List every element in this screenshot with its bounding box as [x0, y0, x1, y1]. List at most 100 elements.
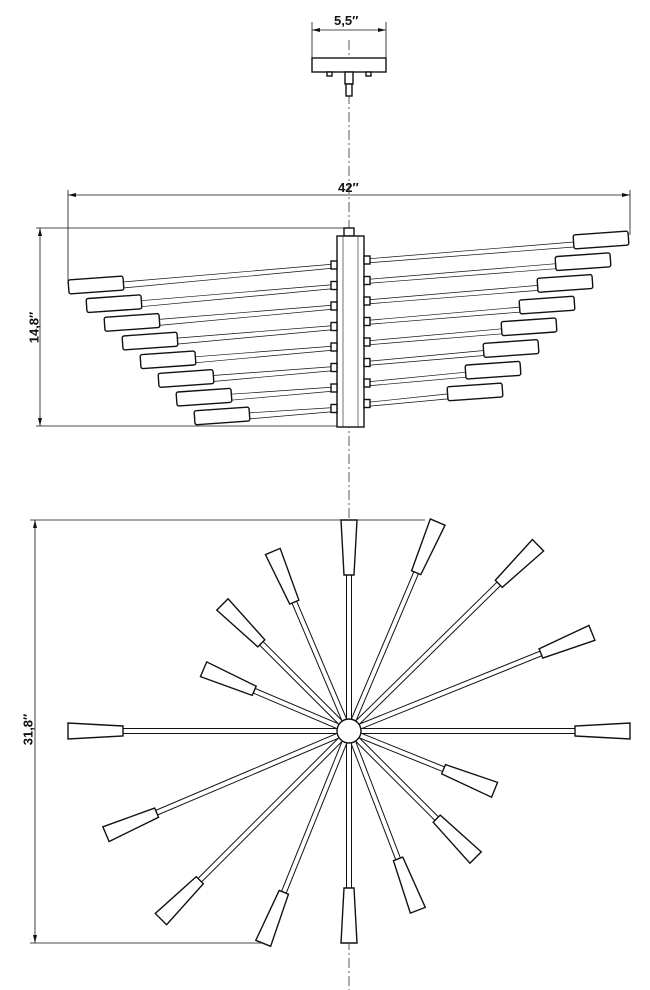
arm-wire [158, 304, 336, 320]
arm-wire [194, 345, 336, 358]
side-bulb-right [536, 273, 594, 293]
canopy [311, 57, 387, 73]
canopy-screw [326, 71, 333, 77]
canopy-screw [365, 71, 372, 77]
center-column [336, 235, 365, 428]
arm-wire [365, 290, 539, 305]
arm-wire [176, 329, 336, 345]
arm-wire [365, 355, 485, 366]
top-view-bulb [432, 814, 483, 865]
side-bulb-left [121, 331, 179, 351]
arm-wire [365, 306, 521, 321]
side-bulb-left [67, 275, 125, 295]
side-bulb-right [464, 360, 522, 380]
arrowhead [622, 193, 630, 197]
arm-wire [158, 308, 336, 326]
arm-connector [363, 378, 371, 388]
arm-connector [363, 255, 371, 265]
canopy-thread [345, 83, 353, 97]
arm-connector [330, 301, 338, 311]
arm-wire [365, 376, 467, 387]
top-view-arm [197, 728, 352, 883]
top-view-arm [348, 728, 576, 734]
top-view-bulb [154, 875, 205, 926]
arm-wire [365, 328, 503, 342]
arm-wire [365, 268, 557, 284]
top-view-bulb [440, 763, 499, 799]
arm-wire [122, 267, 336, 289]
arm-wire [194, 349, 336, 364]
side-bulb-right [554, 252, 612, 272]
arm-wire [365, 241, 575, 260]
top-view-arm [346, 574, 352, 732]
arm-wire [140, 288, 336, 308]
arm-connector [330, 362, 338, 373]
center-hub [336, 718, 362, 744]
arm-wire [365, 398, 449, 407]
arm-connector [363, 337, 371, 347]
arrowhead [33, 520, 37, 528]
top-view-bulb [101, 807, 160, 843]
top-view-bulb [538, 624, 596, 659]
arrowhead [378, 28, 386, 32]
arm-wire [365, 285, 539, 301]
arm-wire [365, 371, 467, 383]
arm-wire [365, 263, 557, 280]
top-view-bulb [392, 856, 427, 915]
arrowhead [312, 28, 320, 32]
top-view-diameter-label: 31,8″ [20, 713, 36, 746]
top-view-bulb [574, 722, 631, 740]
arm-wire [365, 333, 503, 346]
top-view-bulb [199, 660, 258, 697]
arrowhead [38, 418, 42, 426]
height-label: 14,8″ [26, 311, 42, 344]
arm-wire [230, 390, 336, 401]
top-view-bulb [264, 547, 300, 605]
arrowhead [38, 228, 42, 236]
top-view-arm [346, 730, 352, 889]
column-cap [343, 227, 355, 237]
arrowhead [68, 193, 76, 197]
arm-connector [363, 357, 371, 368]
side-bulb-left [103, 312, 161, 332]
side-bulb-right [572, 230, 630, 250]
arm-connector [330, 280, 338, 291]
top-view-bulb [67, 722, 124, 740]
arrowhead [33, 935, 37, 943]
arm-connector [363, 275, 371, 286]
side-bulb-right [518, 295, 576, 315]
side-bulb-left [85, 294, 143, 314]
top-view-arm [122, 728, 350, 734]
arm-connector [330, 321, 338, 332]
arm-wire [122, 263, 336, 283]
side-bulb-right [446, 382, 504, 402]
arm-connector [330, 342, 338, 352]
top-view-bulb [215, 597, 266, 648]
side-bulb-left [193, 406, 251, 426]
canopy-stem [344, 71, 354, 85]
arm-connector [363, 296, 371, 306]
arm-connector [330, 383, 338, 393]
side-bulb-left [139, 350, 197, 370]
top-view-arm [346, 581, 502, 734]
arm-connector [330, 260, 338, 270]
arm-wire [212, 366, 336, 376]
arm-wire [140, 284, 336, 302]
arm-connector [330, 403, 338, 414]
arm-wire [365, 393, 449, 403]
arm-wire [365, 246, 575, 264]
arm-wire [248, 411, 336, 420]
top-view-bulb [410, 517, 447, 576]
arm-wire [212, 370, 336, 382]
side-bulb-right [500, 317, 558, 337]
arm-wire [230, 386, 336, 395]
arm-connector [363, 316, 371, 327]
top-view-bulb [340, 887, 358, 944]
overall-width-label: 42″ [338, 180, 359, 195]
top-view-bulb [494, 538, 545, 589]
top-view-bulb [254, 889, 290, 948]
side-bulb-right [482, 339, 540, 358]
arm-wire [248, 407, 336, 414]
top-view-bulb [340, 519, 358, 576]
